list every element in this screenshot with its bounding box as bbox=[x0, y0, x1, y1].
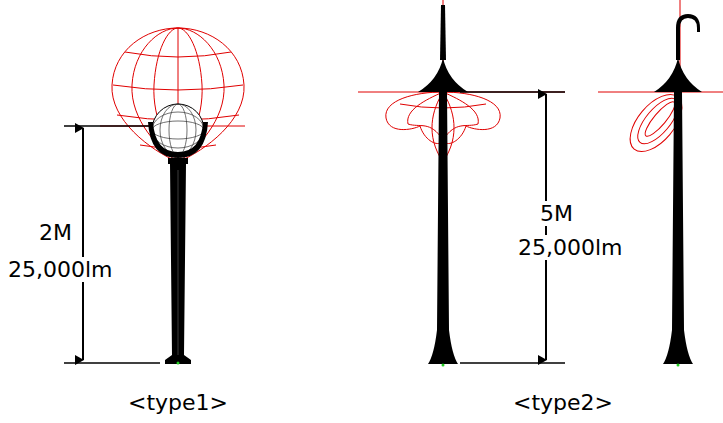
dimension-label: 2M bbox=[37, 220, 74, 245]
type-caption: <type1> bbox=[126, 390, 230, 415]
globe-lamp bbox=[148, 104, 208, 164]
lamp-pole bbox=[165, 164, 191, 364]
lumen-label: 25,000lm bbox=[6, 257, 115, 282]
lumen-label: 25,000lm bbox=[516, 235, 625, 260]
dimension-line bbox=[64, 126, 160, 363]
lamp-pole bbox=[654, 14, 702, 364]
light-distribution bbox=[598, 0, 723, 175]
dimension-label: 5M bbox=[538, 201, 575, 226]
lamp-pole bbox=[418, 5, 468, 364]
dimension-line bbox=[460, 92, 565, 363]
light-distribution bbox=[358, 0, 565, 175]
type-caption: <type2> bbox=[511, 390, 615, 415]
